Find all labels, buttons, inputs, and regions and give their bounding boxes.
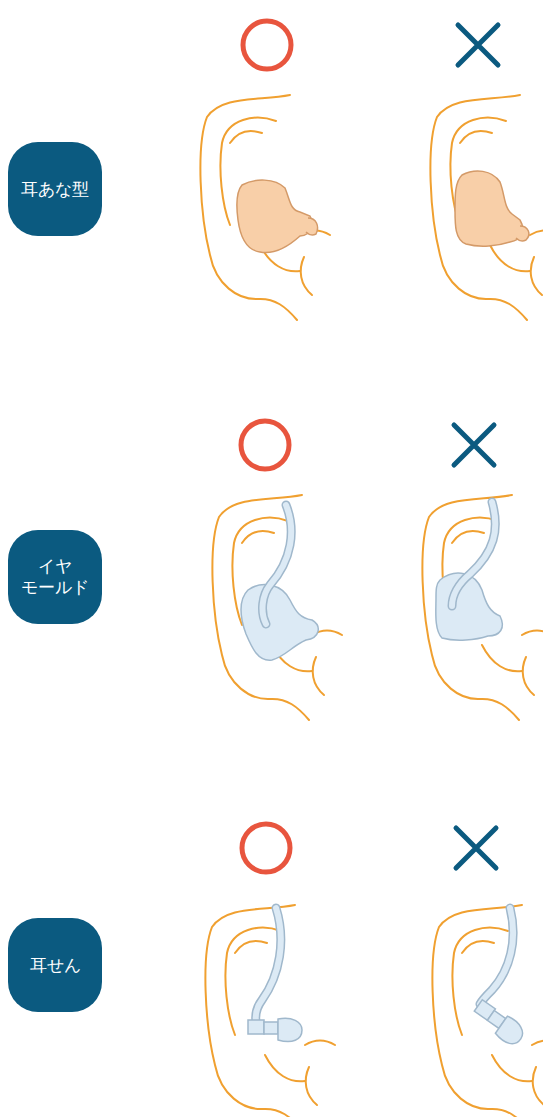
earplug-tube — [480, 908, 513, 1004]
earplug-tube — [256, 908, 281, 1022]
hearing-aid — [455, 171, 523, 246]
earplug-tube — [256, 908, 281, 1022]
category-label: 耳あな型 — [8, 142, 102, 236]
ear-outline — [205, 905, 335, 1117]
ok-symbol — [241, 421, 289, 469]
earmold — [436, 573, 503, 640]
label-text: イヤ モールド — [14, 556, 96, 598]
ng-symbol — [458, 25, 498, 65]
hearing-aid — [237, 180, 313, 252]
earmold-tube — [263, 505, 292, 624]
ear-outline — [200, 95, 330, 320]
label-text: 耳あな型 — [21, 179, 89, 200]
ear-outline — [430, 95, 543, 320]
earplug-tip — [495, 1015, 528, 1048]
category-label: 耳せん — [8, 918, 102, 1012]
earplug-tube — [480, 908, 513, 1004]
earmold-tube — [263, 505, 292, 624]
earplug-body — [248, 1020, 264, 1034]
ear-outline — [432, 905, 543, 1117]
category-label: イヤ モールド — [8, 530, 102, 624]
ear-outline — [422, 495, 543, 720]
hearing-aid — [516, 226, 529, 241]
ng-symbol — [456, 828, 496, 868]
hearing-aid — [306, 218, 318, 235]
earmold-tube — [452, 502, 495, 606]
earplug-tip — [278, 1018, 302, 1041]
earmold-tube — [452, 502, 495, 606]
ok-symbol — [243, 21, 291, 69]
earplug-body — [264, 1022, 278, 1034]
earmold — [241, 585, 318, 661]
ear-outline — [212, 495, 342, 720]
label-text: 耳せん — [30, 955, 81, 976]
ok-symbol — [242, 824, 290, 872]
ng-symbol — [454, 425, 494, 465]
